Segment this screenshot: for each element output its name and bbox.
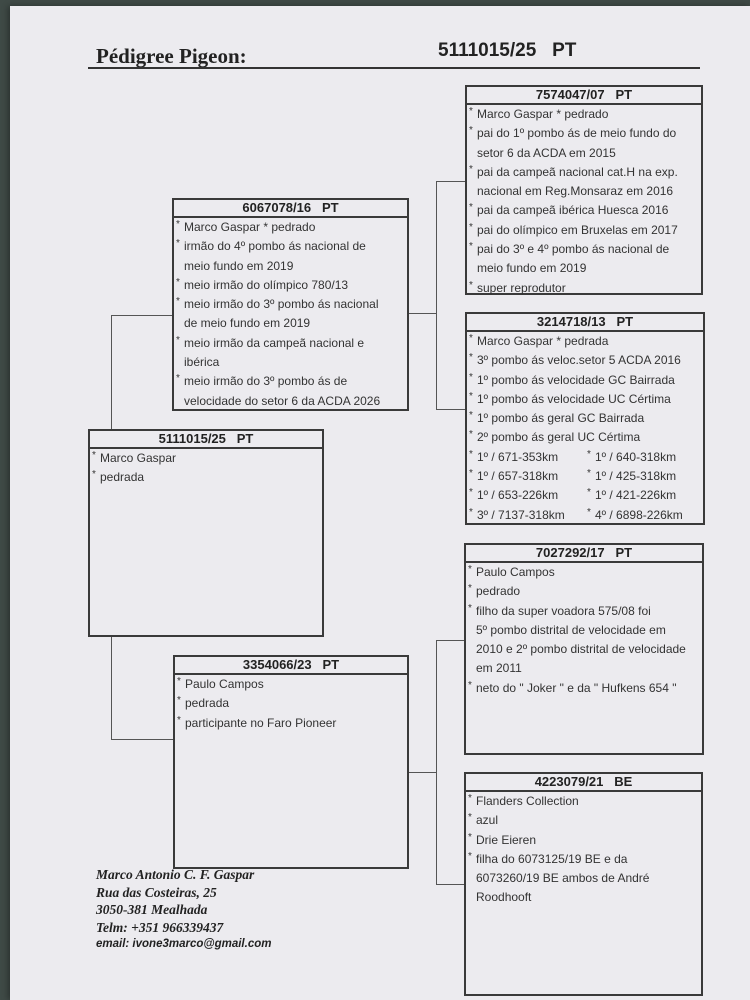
sire-card: 6067078/16 PT Marco Gaspar * pedradoirmã… xyxy=(172,198,409,411)
grandsire-paternal-details: Marco Gaspar * pedradopai do 1º pombo ás… xyxy=(467,102,701,298)
detail-line: meio irmão do olímpico 780/13 xyxy=(174,273,407,295)
race-result: 1º / 421-226km xyxy=(585,483,703,505)
connector-line xyxy=(436,181,437,409)
connector-line xyxy=(111,739,174,740)
detail-line: Paulo Campos xyxy=(175,672,407,694)
connector-line xyxy=(436,640,465,641)
dam-ring-number: 3354066/23 PT xyxy=(175,657,407,675)
detail-line: 1º pombo ás velocidade UC Cértima xyxy=(467,387,703,409)
owner-contact: Marco Antonio C. F. Gaspar Rua das Coste… xyxy=(96,866,271,952)
race-result: 1º / 653-226km xyxy=(467,483,585,505)
detail-line: pai da campeã nacional cat.H na exp. xyxy=(467,160,701,182)
granddam-maternal-ring-number: 4223079/21 BE xyxy=(466,774,701,792)
detail-line: Marco Gaspar xyxy=(90,446,322,468)
connector-line xyxy=(111,315,112,429)
race-result: 1º / 657-318km xyxy=(467,464,585,486)
race-result: 1º / 671-353km xyxy=(467,445,585,467)
detail-line: setor 6 da ACDA em 2015 xyxy=(477,145,616,160)
granddam-paternal-details: Marco Gaspar * pedrada 3º pombo ás veloc… xyxy=(467,329,703,448)
detail-line: meio irmão da campeã nacional e xyxy=(174,331,407,353)
detail-line: pai do 1º pombo ás de meio fundo do xyxy=(467,121,701,143)
grandsire-maternal-card: 7027292/17 PT Paulo Campospedradofilho d… xyxy=(464,543,704,755)
detail-line: participante no Faro Pioneer xyxy=(175,711,407,733)
subject-ring-number: 5111015/25 PT xyxy=(90,431,322,449)
subject-card: 5111015/25 PT Marco Gaspar pedrada xyxy=(88,429,324,637)
detail-line: Paulo Campos xyxy=(466,560,702,582)
detail-line: 1º pombo ás geral GC Bairrada xyxy=(467,406,703,428)
detail-line: pedrada xyxy=(175,691,407,713)
detail-line: 3º pombo ás veloc.setor 5 ACDA 2016 xyxy=(467,348,703,370)
detail-line: filha do 6073125/19 BE e da xyxy=(466,847,701,869)
grandsire-maternal-ring-number: 7027292/17 PT xyxy=(466,545,702,563)
detail-line: azul xyxy=(466,808,701,830)
detail-line: pai do 3º e 4º pombo ás nacional de xyxy=(467,237,701,259)
detail-line: super reprodutor xyxy=(467,276,701,298)
detail-line: neto do " Joker " e da " Hufkens 654 " xyxy=(466,676,702,698)
granddam-paternal-card: 3214718/13 PT Marco Gaspar * pedrada 3º … xyxy=(465,312,705,525)
granddam-maternal-card: 4223079/21 BE Flanders CollectionazulDri… xyxy=(464,772,703,996)
race-result: 1º / 640-318km xyxy=(585,445,703,467)
detail-line: em 2011 xyxy=(476,661,522,676)
detail-line: pai da campeã ibérica Huesca 2016 xyxy=(467,198,701,220)
granddam-paternal-ring-number: 3214718/13 PT xyxy=(467,314,703,332)
detail-line: irmão do 4º pombo ás nacional de xyxy=(174,234,407,256)
detail-line: Flanders Collection xyxy=(466,789,701,811)
page-title: Pédigree Pigeon: xyxy=(96,44,247,68)
detail-line: meio fundo em 2019 xyxy=(477,261,587,276)
sire-details: Marco Gaspar * pedradoirmão do 4º pombo … xyxy=(174,215,407,411)
connector-line xyxy=(436,884,465,885)
detail-line: pai do olímpico em Bruxelas em 2017 xyxy=(467,218,701,240)
owner-city: 3050-381 Mealhada xyxy=(96,902,208,917)
connector-line xyxy=(111,637,112,739)
owner-phone: Telm: +351 966339437 xyxy=(96,919,224,935)
granddam-maternal-details: Flanders CollectionazulDrie Eierenfilha … xyxy=(466,789,701,908)
dam-details: Paulo Campos pedrada participante no Far… xyxy=(175,672,407,733)
race-result: 1º / 425-318km xyxy=(585,464,703,486)
detail-line: pedrada xyxy=(90,465,322,487)
connector-line xyxy=(436,409,465,410)
detail-line: Roodhooft xyxy=(476,890,532,905)
grandsire-paternal-ring-number: 7574047/07 PT xyxy=(467,87,701,105)
detail-line: meio irmão do 3º pombo ás nacional xyxy=(174,292,407,314)
dam-card: 3354066/23 PT Paulo Campos pedrada parti… xyxy=(173,655,409,869)
grandsire-maternal-details: Paulo Campospedradofilho da super voador… xyxy=(466,560,702,698)
detail-line: Marco Gaspar * pedrado xyxy=(174,215,407,237)
detail-line: meio irmão do 3º pombo ás de xyxy=(174,369,407,391)
connector-line xyxy=(111,315,174,316)
subject-details: Marco Gaspar pedrada xyxy=(90,446,322,488)
header-ring-number: 5111015/25 PT xyxy=(438,40,577,61)
detail-line: de meio fundo em 2019 xyxy=(184,316,311,331)
detail-line: meio fundo em 2019 xyxy=(184,258,294,273)
connector-line xyxy=(436,181,465,182)
detail-line: pedrado xyxy=(466,579,702,601)
detail-line: nacional em Reg.Monsaraz em 2016 xyxy=(477,184,674,199)
detail-line: velocidade do setor 6 da ACDA 2026 xyxy=(184,393,381,408)
connector-line xyxy=(436,640,437,884)
detail-line: Marco Gaspar * pedrada xyxy=(467,329,703,351)
sire-ring-number: 6067078/16 PT xyxy=(174,200,407,218)
detail-line: filho da super voadora 575/08 foi xyxy=(466,599,702,621)
detail-line: ibérica xyxy=(184,355,220,370)
grandsire-paternal-card: 7574047/07 PT Marco Gaspar * pedradopai … xyxy=(465,85,703,295)
detail-line: 6073260/19 BE ambos de André xyxy=(476,871,650,886)
detail-line: Drie Eieren xyxy=(466,828,701,850)
owner-email: email: ivone3marco@gmail.com xyxy=(96,938,272,950)
owner-name: Marco Antonio C. F. Gaspar xyxy=(96,867,255,882)
header-divider xyxy=(88,67,700,69)
detail-line: Marco Gaspar * pedrado xyxy=(467,102,701,124)
connector-line xyxy=(408,313,436,314)
detail-line: 2010 e 2º pombo distrital de velocidade xyxy=(476,642,686,657)
detail-line: 1º pombo ás velocidade GC Bairrada xyxy=(467,368,703,390)
race-result: 3º / 7137-318km xyxy=(467,503,585,525)
connector-line xyxy=(408,772,436,773)
race-results: 1º / 671-353km 1º / 640-318km 1º / 657-3… xyxy=(467,445,703,525)
owner-street: Rua das Costeiras, 25 xyxy=(96,884,217,900)
detail-line: 2º pombo ás geral UC Cértima xyxy=(467,425,703,447)
detail-line: 5º pombo distrital de velocidade em xyxy=(476,622,666,637)
race-result: 4º / 6898-226km xyxy=(585,503,703,525)
